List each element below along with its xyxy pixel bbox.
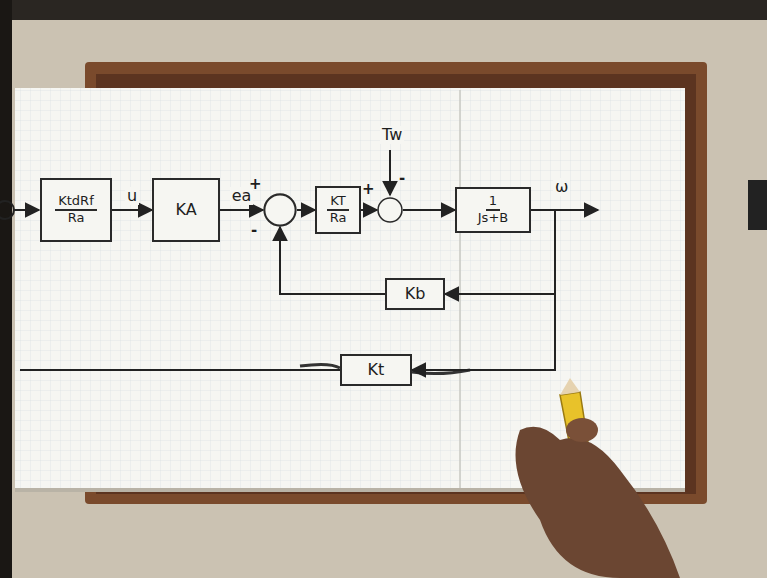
sign-label: +: [362, 182, 375, 197]
plant-block: 1Js+B: [455, 187, 531, 233]
block-text: KT: [327, 194, 348, 211]
junction-circle: [377, 197, 403, 223]
block-text: Kb: [402, 285, 429, 303]
signal-label: u: [125, 187, 139, 205]
block-text: Kt: [365, 361, 388, 379]
amplifier-block: KA: [152, 178, 220, 242]
back-emf-block: Kb: [385, 278, 445, 310]
signal-connector: [220, 209, 263, 211]
block-text: Ra: [327, 211, 350, 226]
signal-label: Tw: [380, 126, 404, 144]
junction-circle: [263, 193, 297, 227]
signal-connector: [361, 209, 377, 211]
block-text: KtdRf: [55, 194, 96, 211]
summing-junction: +-: [263, 193, 297, 227]
gain-block: KtdRfRa: [40, 178, 112, 242]
block-text: KA: [172, 201, 199, 219]
block-text: 1: [486, 194, 500, 211]
signal-label: ω: [553, 178, 570, 196]
block-text: Ra: [65, 211, 88, 226]
signal-connector: [112, 209, 152, 211]
motor-gain-block: KTRa: [315, 186, 361, 234]
tacho-block: Kt: [340, 354, 412, 386]
summing-junction: +-: [377, 197, 403, 223]
block-text: Js+B: [475, 211, 511, 226]
signal-label: ea: [230, 187, 254, 205]
signal-connector: [403, 209, 455, 211]
sign-label: -: [251, 223, 257, 238]
signal-connector: [280, 227, 385, 294]
sign-label: -: [399, 171, 405, 186]
signal-connector: [297, 209, 315, 211]
